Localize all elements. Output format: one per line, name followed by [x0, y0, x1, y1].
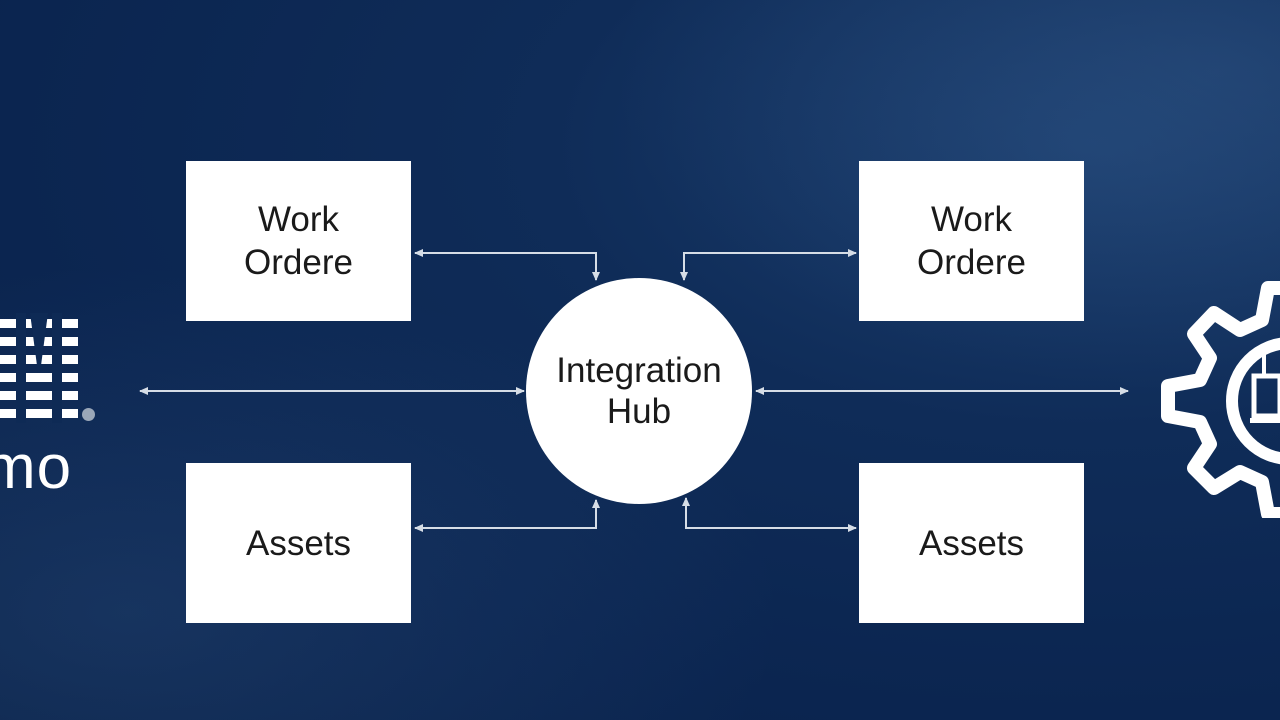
logo-stripes — [0, 313, 78, 423]
box-assets-right-label: Assets — [918, 523, 1025, 563]
logo-text: mo — [0, 433, 73, 502]
connector-bottom-left-box — [414, 499, 600, 532]
integration-hub-label: Integration Hub — [556, 351, 722, 431]
gear-icon — [1161, 281, 1280, 518]
box-work-orders-left-label: Work Ordere — [244, 200, 353, 282]
box-assets-right: Assets — [859, 463, 1084, 623]
box-assets-left-label: Assets — [245, 523, 352, 563]
box-work-orders-right-label: Work Ordere — [917, 200, 1026, 282]
ibm-logo-icon: mo — [0, 305, 100, 505]
connector-top-right-box — [680, 249, 857, 281]
connector-top-left-box — [414, 249, 600, 281]
connector-bottom-right-box — [682, 497, 857, 532]
box-work-orders-right: Work Ordere — [859, 161, 1084, 321]
integration-hub-node: Integration Hub — [526, 278, 752, 504]
box-work-orders-left: Work Ordere — [186, 161, 411, 321]
logo-dot — [82, 408, 95, 421]
box-assets-left: Assets — [186, 463, 411, 623]
